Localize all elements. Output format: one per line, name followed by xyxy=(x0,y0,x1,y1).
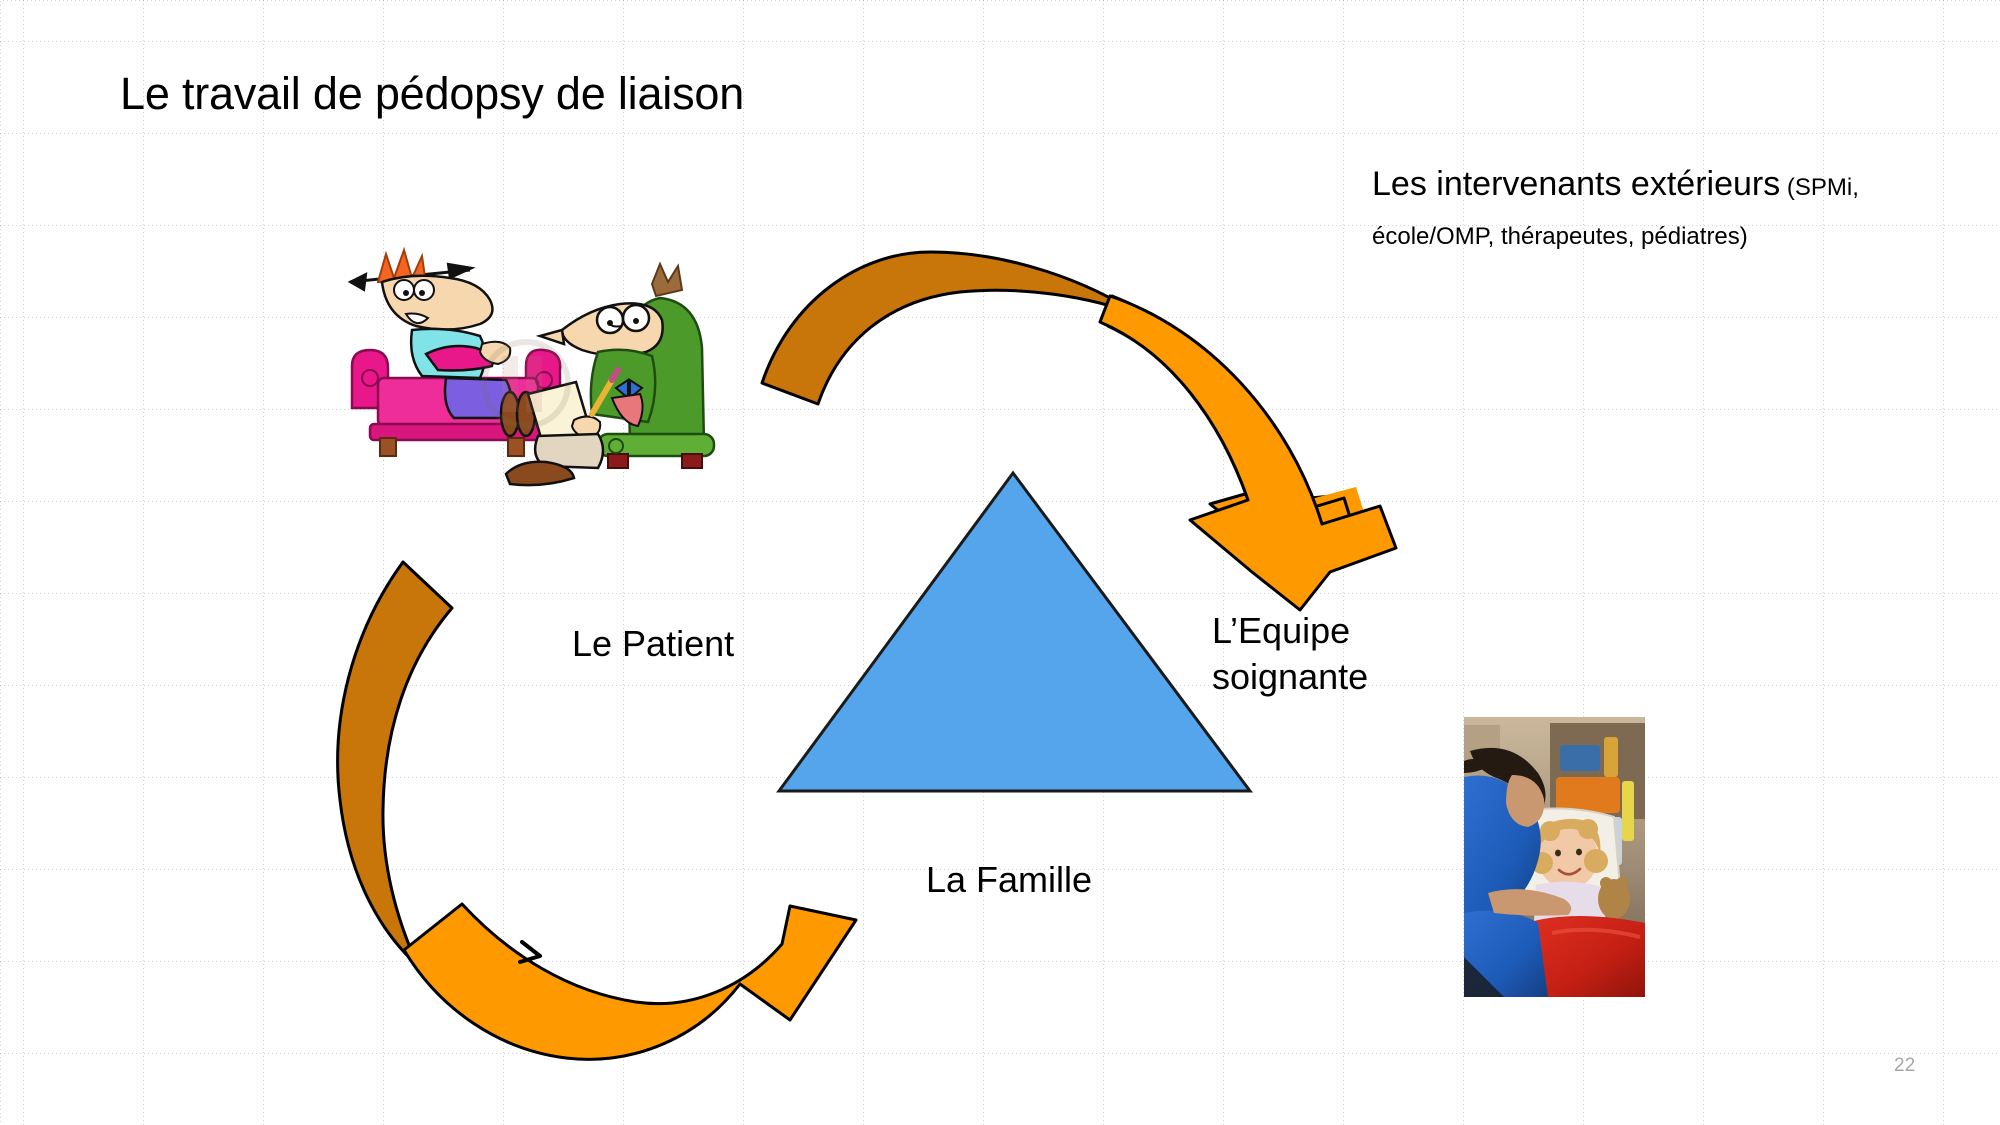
page-title: Le travail de pédopsy de liaison xyxy=(120,68,745,119)
top-arrow-dark-tail xyxy=(760,250,1142,406)
top-arrow-bright-full xyxy=(1098,294,1398,612)
node-label-famille: La Famille xyxy=(926,859,1093,900)
external-actors-text: Les intervenants extérieurs (SPMi, école… xyxy=(1372,160,1892,259)
nurse-with-child-photo-image xyxy=(1464,717,1645,997)
left-arrow-bright xyxy=(402,902,858,1061)
central-triangle xyxy=(776,470,1253,793)
node-label-equipe-soignante: L’Equipe soignante xyxy=(1212,610,1369,698)
left-arrow-tick-mark xyxy=(518,940,542,964)
left-arrow-dark-tail xyxy=(336,560,454,968)
psychotherapy-session-cartoon-image xyxy=(330,238,730,510)
top-arrow-bright-band xyxy=(1118,300,1368,540)
top-arrow-bright-head xyxy=(1126,306,1354,529)
external-actors-heading: Les intervenants extérieurs xyxy=(1372,165,1781,203)
node-label-patient: Le Patient xyxy=(572,623,735,664)
slide-page-number: 22 xyxy=(1894,1055,1916,1076)
external-actors-detail: (SPMi, école/OMP, thérapeutes, pédiatres… xyxy=(1372,174,1859,251)
top-arrow-bright xyxy=(1106,294,1356,558)
